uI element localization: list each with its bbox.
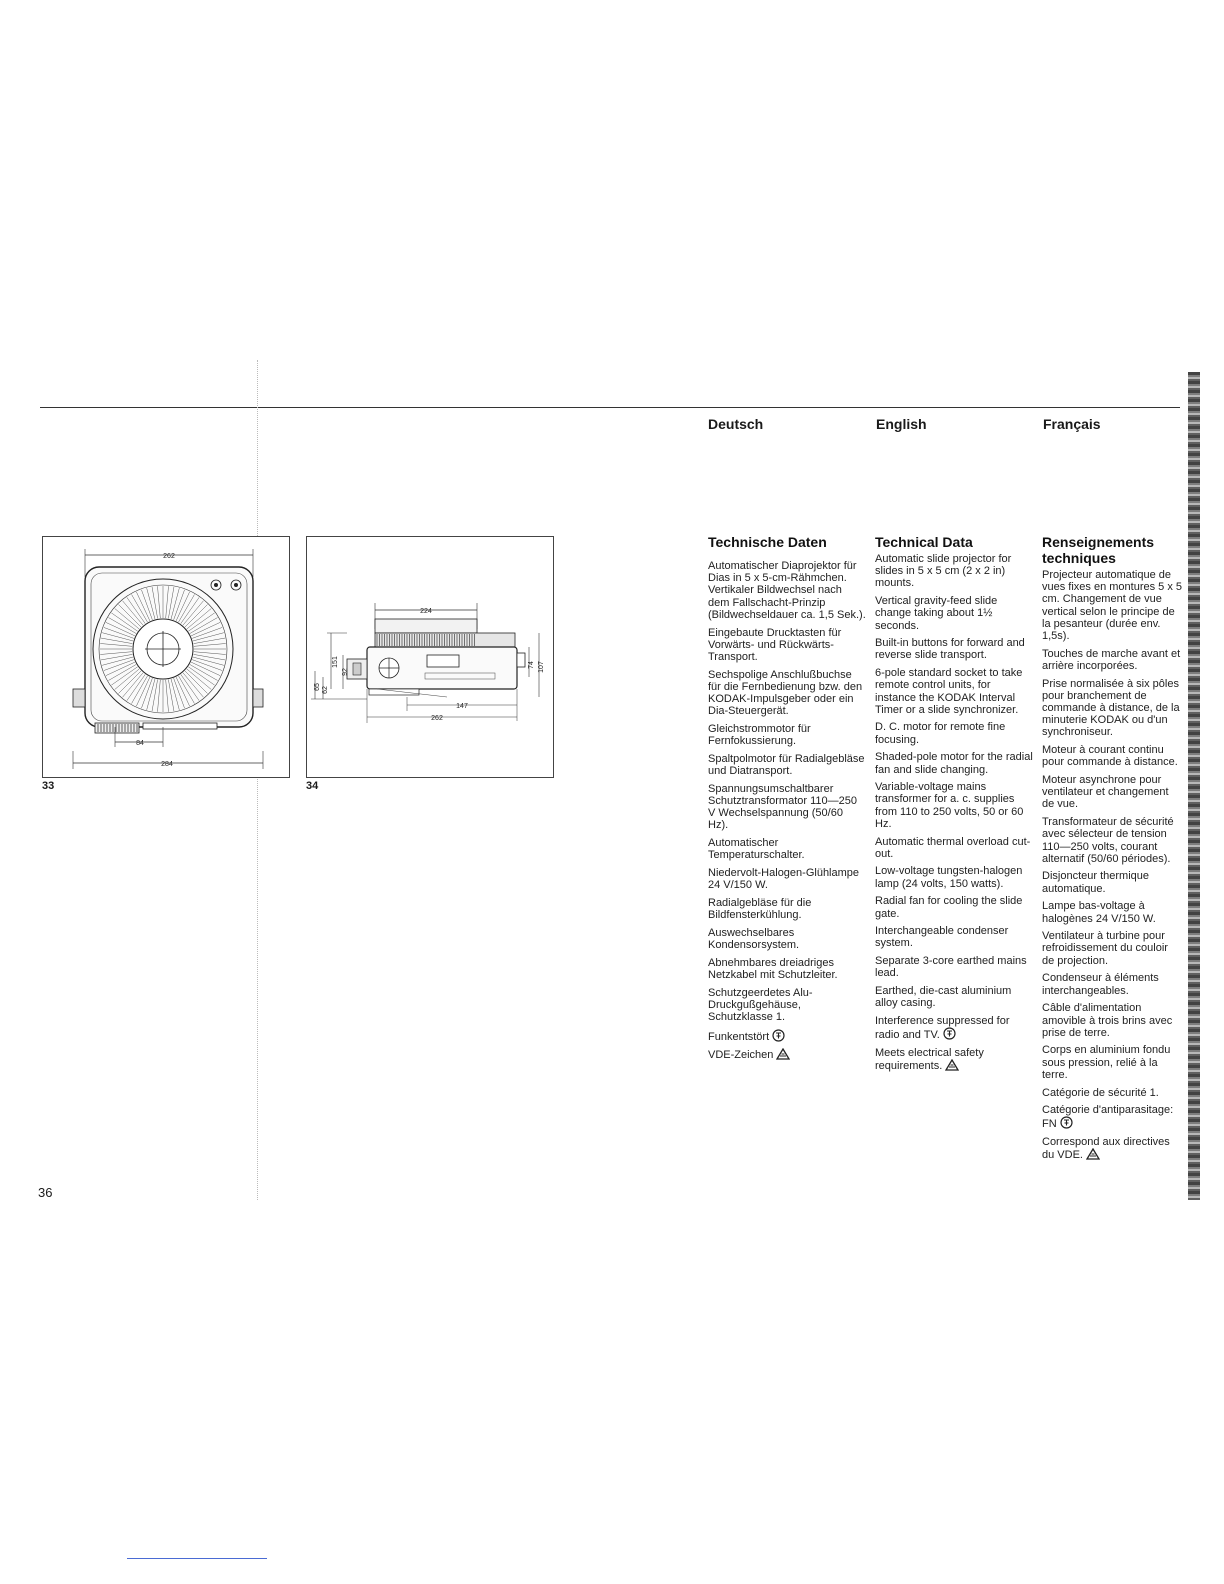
spec-item-vde-fr: Correspond aux directives du VDE. xyxy=(1042,1136,1182,1161)
spec-item: Automatic thermal overload cut-out. xyxy=(875,835,1031,860)
figure-34-number: 34 xyxy=(306,780,319,792)
footnote-rule xyxy=(127,1558,267,1559)
spec-item: Variable-voltage mains transformer for a… xyxy=(875,781,1024,830)
spec-item: 6-pole standard socket to take remote co… xyxy=(875,667,1023,716)
heading-technical-data: Technical Data xyxy=(875,534,973,550)
spec-item: Sechspolige Anschlußbuchse für die Fernb… xyxy=(708,668,863,718)
spec-item-antiparasitage: Catégorie d'antiparasitage: FN xyxy=(1042,1104,1182,1130)
spec-item: Disjoncteur thermique automatique. xyxy=(1042,870,1149,895)
spec-item: Auswechselbares Kondensorsystem. xyxy=(708,926,800,951)
vde-safety-mark-icon xyxy=(1085,1148,1101,1160)
spec-item-interference: Interference suppressed for radio and TV… xyxy=(875,1015,1033,1041)
spec-text: VDE-Zeichen xyxy=(708,1049,774,1062)
dim-74: 74 xyxy=(528,661,535,669)
spec-item: Ventilateur à turbine pour refroidisseme… xyxy=(1042,930,1168,967)
spec-item: Earthed, die-cast aluminium alloy casing… xyxy=(875,985,1012,1010)
spec-item-vde: VDE-Zeichen xyxy=(708,1048,866,1061)
radio-interference-suppressed-icon xyxy=(943,1027,956,1040)
figure-33-number: 33 xyxy=(42,780,55,792)
vde-safety-mark-icon xyxy=(945,1058,960,1071)
dim-107: 107 xyxy=(538,661,545,673)
scan-edge xyxy=(1188,372,1200,1200)
page-gutter xyxy=(257,360,258,1200)
lang-header-english: English xyxy=(876,416,927,432)
heading-technische-daten: Technische Daten xyxy=(708,534,827,550)
spec-item: Catégorie de sécurité 1. xyxy=(1042,1086,1159,1099)
dim-284: 284 xyxy=(161,761,173,768)
spec-item: Automatischer Temperaturschalter. xyxy=(708,837,805,862)
spec-text: Funkentstört xyxy=(708,1030,770,1043)
spec-item: Projecteur automatique de vues fixes en … xyxy=(1042,569,1183,643)
vde-safety-mark-icon xyxy=(776,1048,791,1061)
figure-34-side-view: 224 151 92 65 62 74 107 xyxy=(306,536,554,778)
spec-item: Separate 3-core earthed mains lead. xyxy=(875,955,1027,980)
figure-33-front-view: 262 84 284 xyxy=(42,536,290,778)
radio-interference-suppressed-icon xyxy=(1060,1116,1073,1130)
dim-62: 62 xyxy=(322,686,329,694)
spec-item: Câble d'alimentation amovible à trois br… xyxy=(1042,1002,1173,1039)
spec-item: Eingebaute Drucktasten für Vorwärts- und… xyxy=(708,626,842,663)
spec-item: Built-in buttons for forward and reverse… xyxy=(875,637,1025,662)
dim-84: 84 xyxy=(136,740,144,747)
spec-item: Automatic slide projector for slides in … xyxy=(875,553,1012,590)
dim-262-side: 262 xyxy=(431,715,443,722)
spec-item: Radial fan for cooling the slide gate. xyxy=(875,895,1023,920)
dim-147: 147 xyxy=(456,703,468,710)
spec-item: Touches de marche avant et arrière incor… xyxy=(1042,647,1181,672)
top-rule xyxy=(40,407,1180,408)
spec-item: Vertical gravity-feed slide change takin… xyxy=(875,595,998,632)
spec-item: Radialgebläse für die Bildfensterkühlung… xyxy=(708,896,812,922)
spec-item: D. C. motor for remote fine focusing. xyxy=(875,721,1006,746)
spec-text: Correspond aux directives du VDE. xyxy=(1042,1136,1170,1162)
spec-item: Condenseur à éléments interchangeables. xyxy=(1042,972,1159,997)
spec-item: Moteur asynchrone pour ventilateur et ch… xyxy=(1042,774,1169,811)
spec-item: Transformateur de sécurité avec sélecteu… xyxy=(1042,816,1174,865)
heading-renseignements-techniques: Renseignements techniques xyxy=(1042,534,1155,566)
dim-65: 65 xyxy=(314,683,321,691)
spec-item-safety: Meets electrical safety requirements. xyxy=(875,1047,1033,1072)
spec-item: Automatischer Diaprojektor für Dias in 5… xyxy=(708,560,866,621)
dim-151: 151 xyxy=(332,656,339,668)
projector-side-drawing: 224 151 92 65 62 74 107 xyxy=(311,603,545,723)
projector-front-drawing: 262 84 284 xyxy=(72,549,264,769)
spec-item: Moteur à courant continu pour commande à… xyxy=(1042,744,1178,769)
spec-text: Interference suppressed for radio and TV… xyxy=(875,1015,1010,1042)
spec-item: Spannungsumschaltbarer Schutztransformat… xyxy=(708,782,857,832)
spec-item: Schutzgeerdetes Alu-Druckgußgehäuse, Sch… xyxy=(708,986,813,1023)
column-deutsch: Technische Daten Automatischer Diaprojek… xyxy=(708,534,866,1067)
lang-header-francais: Français xyxy=(1043,416,1101,432)
spec-item: Abnehmbares dreiadriges Netzkabel mit Sc… xyxy=(708,956,838,981)
spec-item: Corps en aluminium fondu sous pression, … xyxy=(1042,1044,1171,1081)
dim-224: 224 xyxy=(420,608,432,615)
lang-header-deutsch: Deutsch xyxy=(708,416,764,432)
spec-item: Lampe bas-voltage à halogènes 24 V/150 W… xyxy=(1042,900,1156,925)
spec-item: Spaltpolmotor für Radialgebläse und Diat… xyxy=(708,752,865,778)
radio-interference-suppressed-icon xyxy=(772,1029,785,1042)
dim-262-top: 262 xyxy=(163,553,175,560)
column-francais: Renseignements techniques Projecteur aut… xyxy=(1042,534,1182,1167)
spec-item: Niedervolt-Halogen-Glühlampe 24 V/150 W. xyxy=(708,866,860,892)
spec-item: Low-voltage tungsten-halogen lamp (24 vo… xyxy=(875,865,1023,890)
spec-text: Meets electrical safety requirements. xyxy=(875,1046,984,1073)
spec-item-funkentstoert: Funkentstört xyxy=(708,1029,866,1043)
spec-item: Prise normalisée à six pôles pour branch… xyxy=(1042,677,1180,739)
spec-item: Shaded-pole motor for the radial fan and… xyxy=(875,751,1033,776)
dim-92: 92 xyxy=(342,668,349,676)
spec-text: Catégorie d'antiparasitage: FN xyxy=(1042,1104,1174,1131)
column-english: Technical Data Automatic slide projector… xyxy=(875,534,1033,1078)
spec-item: Gleichstrommotor für Fernfokussierung. xyxy=(708,722,811,748)
spec-item: Interchangeable condenser system. xyxy=(875,925,1009,950)
page-number: 36 xyxy=(38,1185,53,1200)
